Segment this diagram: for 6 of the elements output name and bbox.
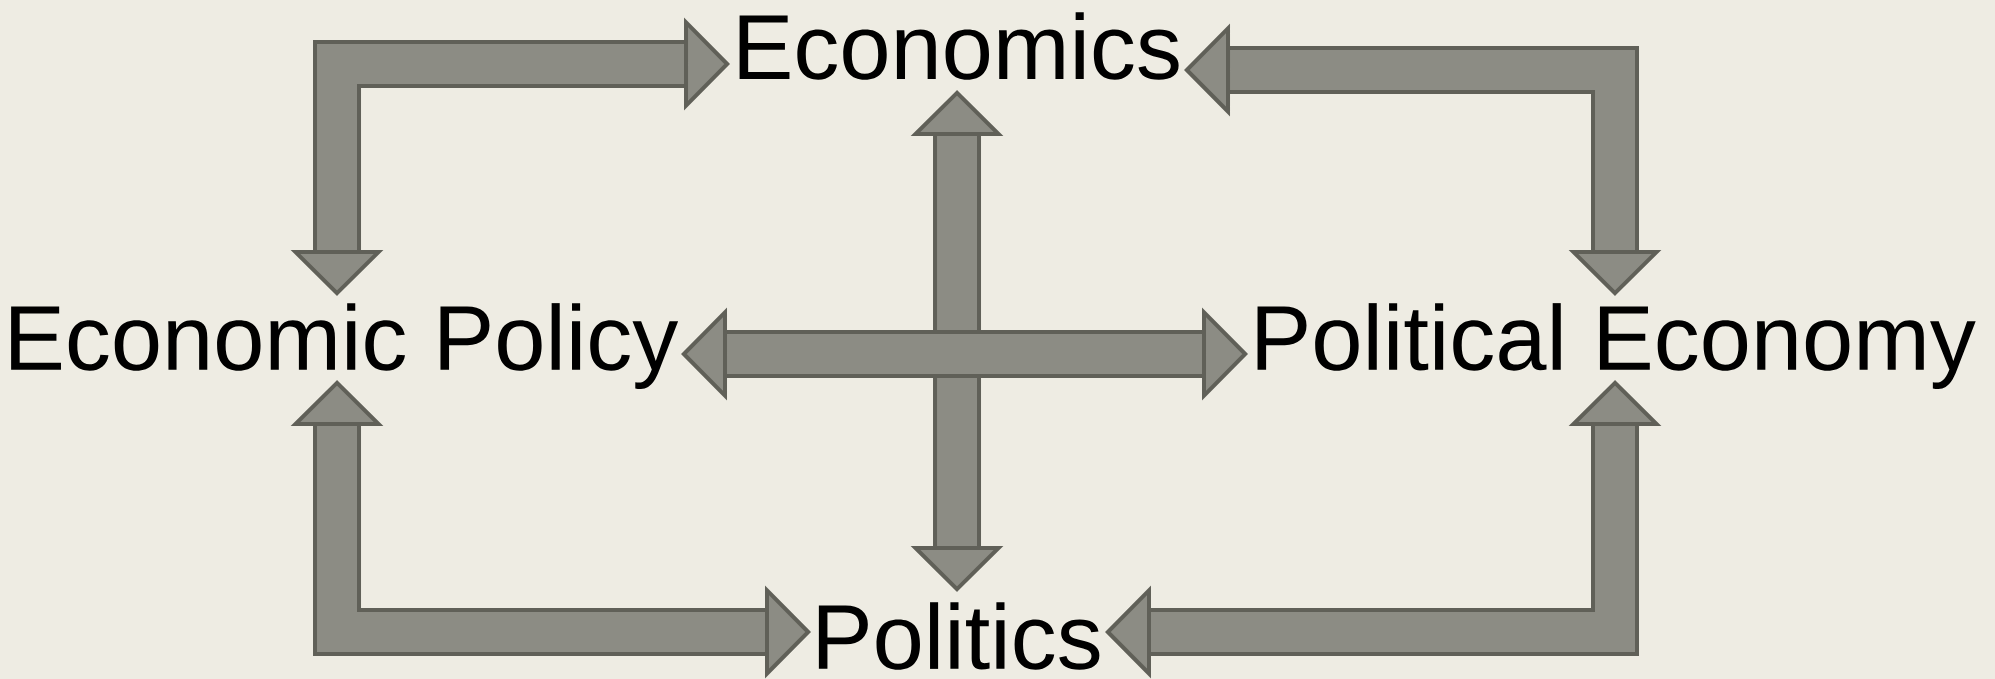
block-arrow <box>681 307 1248 401</box>
label: Politics <box>818 602 1100 670</box>
label: Economics <box>739 12 1179 80</box>
label: Economic Policy <box>11 303 679 389</box>
label: Political Economy <box>1257 303 1976 389</box>
block-arrow <box>910 90 1004 592</box>
